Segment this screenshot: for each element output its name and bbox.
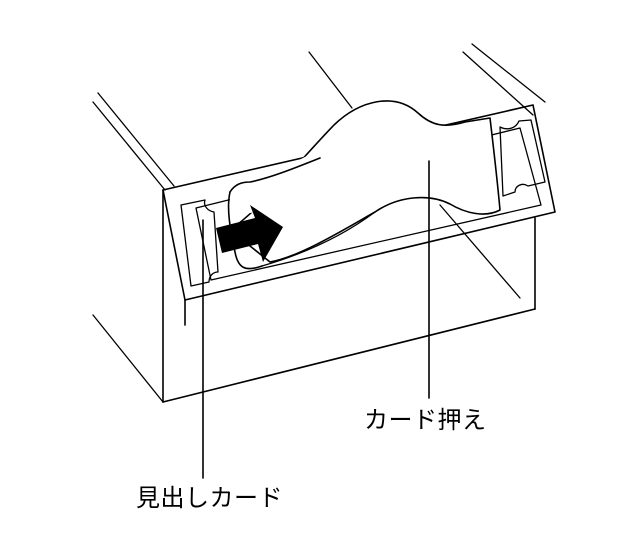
card-holder-label: カード押え xyxy=(364,406,487,434)
box-back-edges xyxy=(92,43,546,403)
right-arrow-icon xyxy=(216,205,283,262)
index-card-shape xyxy=(227,150,376,270)
index-card-label: 見出しカード xyxy=(136,484,283,512)
slot-cutouts xyxy=(180,119,546,287)
box-body xyxy=(162,189,536,403)
leader-lines xyxy=(202,160,430,479)
